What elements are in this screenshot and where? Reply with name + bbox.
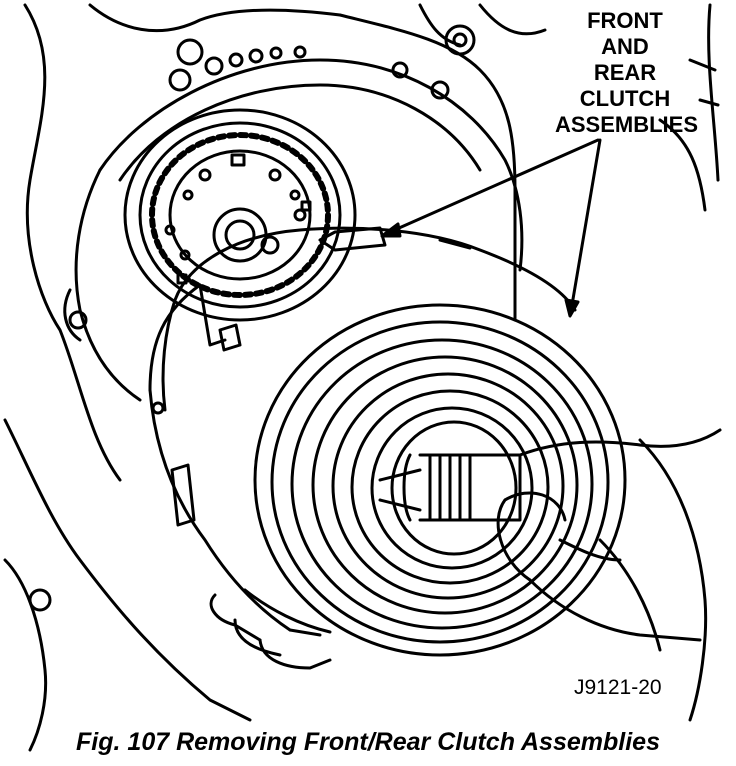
callout-line-clutch: CLUTCH xyxy=(579,86,671,111)
callout-leader-lines xyxy=(380,138,602,318)
pump-plate xyxy=(63,38,524,402)
callout-label: FRONT AND REAR CLUTCH ASSEMBLIES xyxy=(555,8,699,138)
callout-line-rear: REAR xyxy=(593,60,657,85)
callout-line-and: AND xyxy=(601,34,649,59)
hand-holding-shaft xyxy=(496,428,722,642)
clutch-front-face xyxy=(253,303,627,657)
internal-ring-gear xyxy=(123,108,357,322)
callout-line-assemblies: ASSEMBLIES xyxy=(555,112,699,137)
figure-caption: Fig. 107 Removing Front/Rear Clutch Asse… xyxy=(76,728,660,756)
hand-fingers-bottom xyxy=(209,593,332,670)
transmission-case xyxy=(3,3,720,752)
input-shaft xyxy=(378,453,522,522)
figure-id: J9121-20 xyxy=(574,676,662,699)
callout-line-front: FRONT xyxy=(587,8,663,33)
